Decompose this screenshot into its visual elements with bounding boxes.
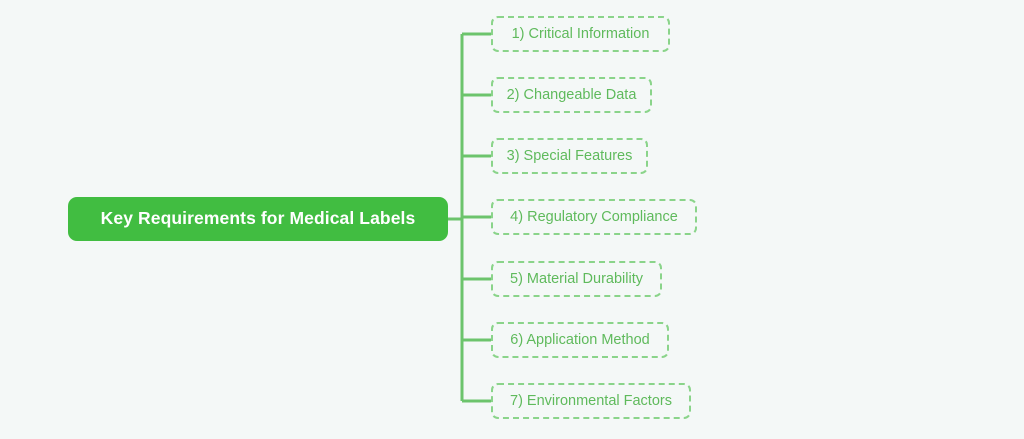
branch-node-label: 7) Environmental Factors xyxy=(510,392,672,409)
branch-node-critical-information[interactable]: 1) Critical Information xyxy=(491,16,670,52)
branch-node-label: 4) Regulatory Compliance xyxy=(510,208,678,225)
branch-node-changeable-data[interactable]: 2) Changeable Data xyxy=(491,77,652,113)
branch-node-label: 5) Material Durability xyxy=(510,270,643,287)
branch-node-label: 2) Changeable Data xyxy=(506,86,637,103)
branch-node-material-durability[interactable]: 5) Material Durability xyxy=(491,261,662,297)
branch-node-label: 3) Special Features xyxy=(506,147,633,164)
branch-node-environmental-factors[interactable]: 7) Environmental Factors xyxy=(491,383,691,419)
branch-node-application-method[interactable]: 6) Application Method xyxy=(491,322,669,358)
root-node[interactable]: Key Requirements for Medical Labels xyxy=(68,197,448,241)
branch-node-special-features[interactable]: 3) Special Features xyxy=(491,138,648,174)
branch-node-regulatory-compliance[interactable]: 4) Regulatory Compliance xyxy=(491,199,697,235)
root-node-label: Key Requirements for Medical Labels xyxy=(100,208,416,229)
branch-node-label: 6) Application Method xyxy=(510,331,650,348)
branch-node-label: 1) Critical Information xyxy=(511,25,650,42)
